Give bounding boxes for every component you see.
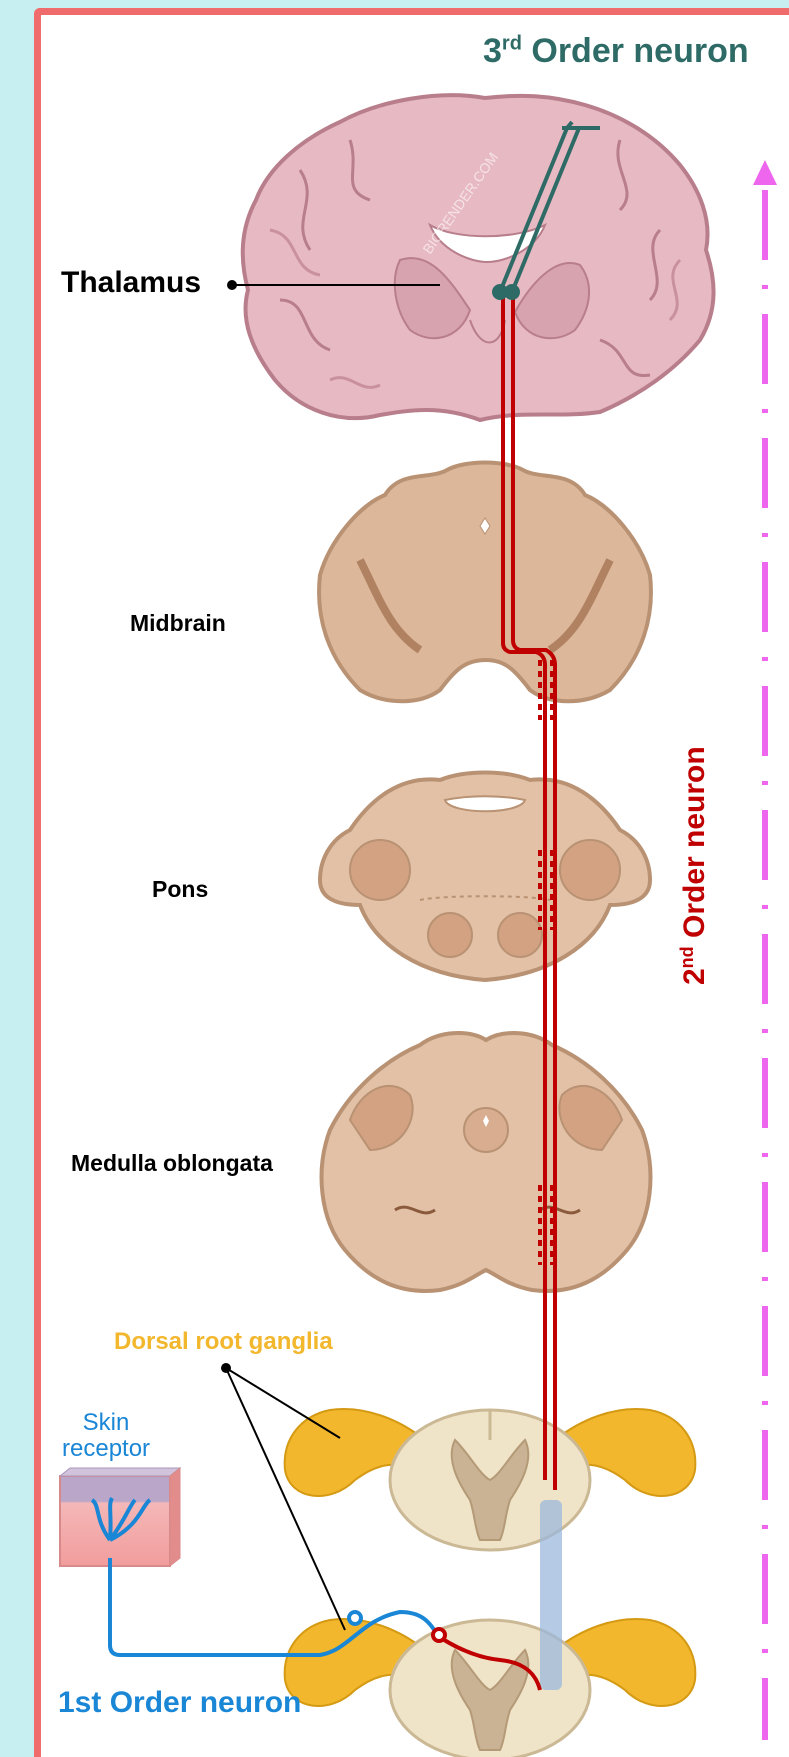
medulla-oblongata-section [322,1033,651,1291]
second-order-neuron-label: 2nd Order neuron [677,746,712,985]
thalamus-label: Thalamus [61,266,201,300]
third-order-neuron-label: 3rd Order neuron [483,32,749,71]
pons-section [320,773,650,981]
ascending-direction-arrow [753,160,777,1740]
brain-coronal-section [243,95,714,420]
pons-label: Pons [152,876,208,903]
skin-receptor-label: Skin receptor [62,1410,150,1462]
medulla-oblongata-label: Medulla oblongata [71,1150,273,1177]
skin-receptor [60,1468,180,1566]
midbrain-label: Midbrain [130,610,226,637]
dorsal-column-link [540,1500,562,1690]
dorsal-root-ganglia-label: Dorsal root ganglia [114,1328,333,1356]
ganglia-pointer [221,1363,345,1630]
midbrain-section [319,463,651,702]
spinal-cord-section-upper [285,1409,696,1550]
first-order-neuron-label: 1st Order neuron [58,1686,301,1720]
